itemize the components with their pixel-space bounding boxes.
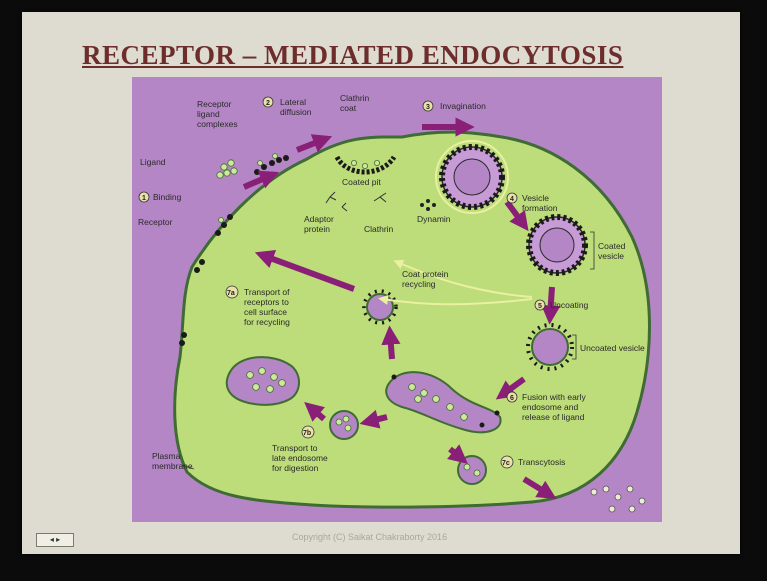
step-3-number: 3 [426, 104, 430, 111]
diagram-labels: 1 Binding Ligand Receptor Receptor ligan… [132, 77, 662, 522]
step-2-number: 2 [266, 100, 270, 107]
binding-label: Binding [153, 192, 182, 202]
coated-vesicle-label-2: vesicle [598, 251, 624, 261]
ligand-label: Ligand [140, 157, 166, 167]
slide: RECEPTOR – MEDIATED ENDOCYTOSIS [22, 12, 740, 554]
fusion-label-2: endosome and [522, 402, 579, 412]
adaptor-label-1: Adaptor [304, 214, 334, 224]
transport-recycling-label-1: Transport of [244, 287, 290, 297]
coated-vesicle-bracket [590, 232, 594, 269]
plasma-membrane-label-1: Plasma [152, 451, 181, 461]
coat-recycling-label-2: recycling [402, 279, 436, 289]
step-1-number: 1 [142, 195, 146, 202]
vesicle-formation-label-2: formation [522, 203, 558, 213]
plasma-membrane-label-2: membrane [152, 461, 193, 471]
clathrin-label: Clathrin [364, 224, 394, 234]
vesicle-formation-label-1: Vesicle [522, 193, 549, 203]
fusion-label-3: release of ligand [522, 412, 585, 422]
receptor-ligand-label-3: complexes [197, 119, 238, 129]
transport-recycling-label-2: receptors to [244, 297, 289, 307]
lateral-label-2: diffusion [280, 107, 312, 117]
transport-late-label-1: Transport to [272, 443, 318, 453]
step-6-number: 6 [510, 395, 514, 402]
receptor-ligand-label-1: Receptor [197, 99, 232, 109]
uncoated-vesicle-label: Uncoated vesicle [580, 343, 645, 353]
lateral-label-1: Lateral [280, 97, 306, 107]
clathrin-coat-label-2: coat [340, 103, 357, 113]
receptor-label: Receptor [138, 217, 173, 227]
fusion-label-1: Fusion with early [522, 392, 587, 402]
endocytosis-diagram: 1 Binding Ligand Receptor Receptor ligan… [132, 77, 662, 522]
adaptor-label-2: protein [304, 224, 330, 234]
coat-recycling-label-1: Coat protein [402, 269, 449, 279]
step-7a-number: 7a [227, 290, 235, 297]
slide-title: RECEPTOR – MEDIATED ENDOCYTOSIS [82, 40, 623, 71]
step-4-number: 4 [510, 196, 514, 203]
transport-late-label-3: for digestion [272, 463, 319, 473]
transport-recycling-label-3: cell surface [244, 307, 287, 317]
step-5-number: 5 [538, 303, 542, 310]
copyright-footer: Copyright (C) Saikat Chakraborty 2016 [292, 532, 447, 542]
clathrin-coat-label-1: Clathrin [340, 93, 370, 103]
coated-pit-label: Coated pit [342, 177, 381, 187]
coated-vesicle-label-1: Coated [598, 241, 626, 251]
transport-late-label-2: late endosome [272, 453, 328, 463]
step-7b-number: 7b [303, 430, 311, 437]
step-7c-number: 7c [502, 460, 510, 467]
uncoated-vesicle-bracket [572, 335, 576, 359]
receptor-ligand-label-2: ligand [197, 109, 220, 119]
dynamin-label: Dynamin [417, 214, 451, 224]
slide-nav-button[interactable]: ◂ ▸ [36, 533, 74, 547]
uncoating-label: Uncoating [550, 300, 589, 310]
transport-recycling-label-4: for recycling [244, 317, 290, 327]
transcytosis-label: Transcytosis [518, 457, 565, 467]
invagination-label: Invagination [440, 101, 486, 111]
